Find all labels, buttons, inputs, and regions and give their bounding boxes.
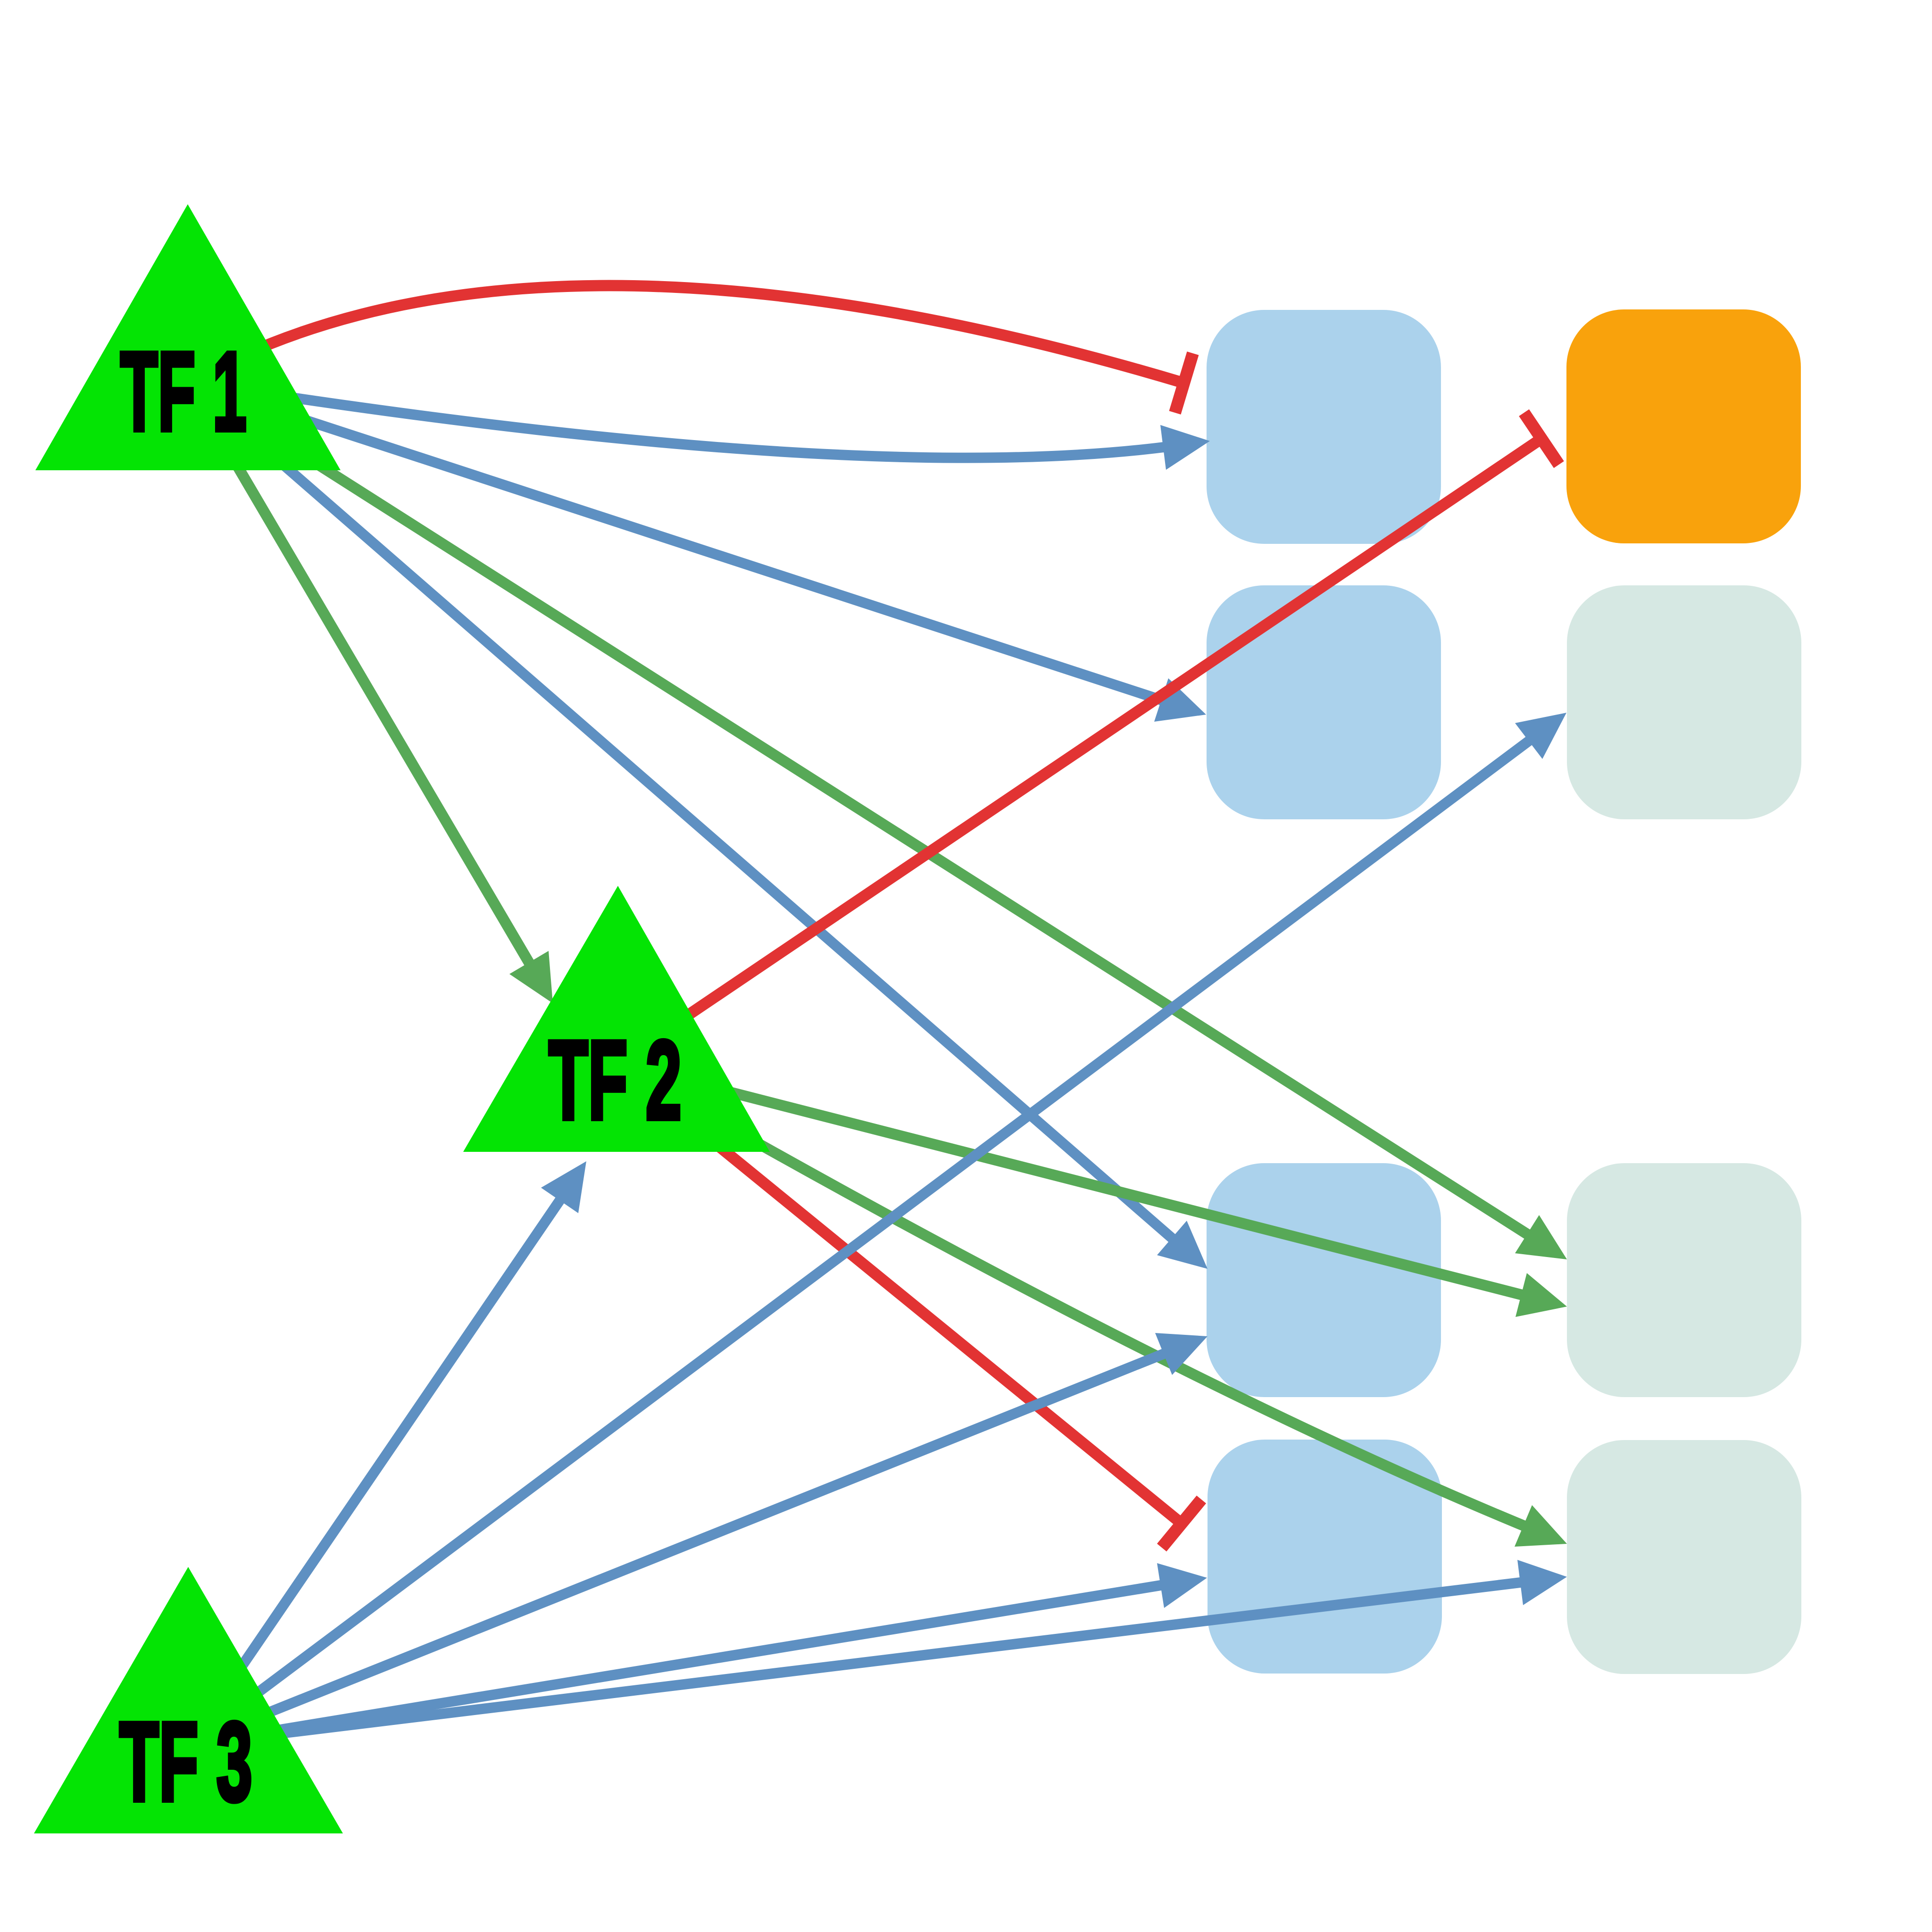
- svg-text:TF 1: TF 1: [120, 329, 247, 454]
- svg-text:TF 2: TF 2: [549, 1018, 682, 1143]
- svg-text:TF 3: TF 3: [119, 1699, 252, 1824]
